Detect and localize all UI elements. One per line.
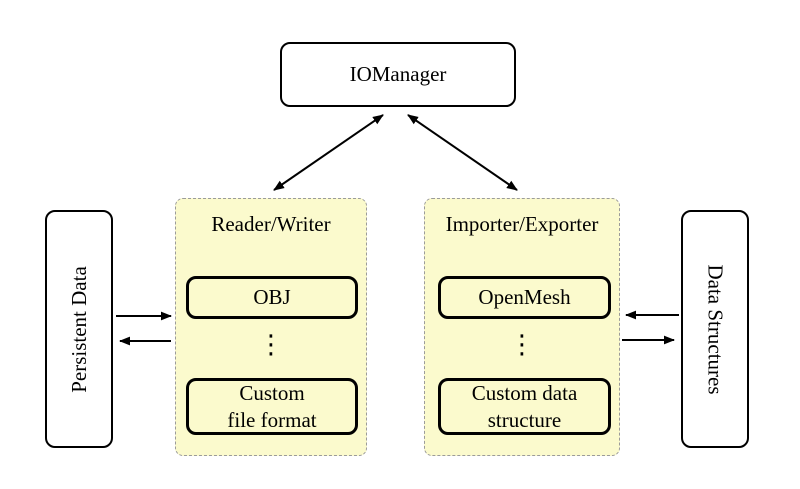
node-data-structures: Data Structures [681, 210, 749, 448]
ellipsis-reader-writer: ⋮ [258, 330, 284, 360]
node-iomanager-label: IOManager [349, 62, 447, 86]
node-persistent-data: Persistent Data [45, 210, 113, 448]
item-openmesh: OpenMesh [438, 276, 611, 319]
item-custom-file-format: Custom file format [186, 378, 358, 435]
group-reader-writer-title: Reader/Writer [211, 212, 331, 236]
node-persistent-data-label: Persistent Data [66, 265, 91, 393]
item-obj: OBJ [186, 276, 358, 319]
ellipsis-importer-exporter: ⋮ [509, 330, 535, 360]
node-data-structures-label: Data Structures [703, 263, 728, 395]
group-importer-exporter: Importer/Exporter OpenMesh ⋮ Custom data… [424, 198, 620, 456]
arrow-iomanager-readerwriter [273, 114, 384, 191]
group-importer-exporter-title: Importer/Exporter [445, 212, 599, 236]
item-custom-data-structure: Custom data structure [438, 378, 611, 435]
group-reader-writer: Reader/Writer OBJ ⋮ Custom file format [175, 198, 367, 456]
arrow-iomanager-importerexporter [407, 114, 518, 191]
node-iomanager: IOManager [280, 42, 516, 107]
